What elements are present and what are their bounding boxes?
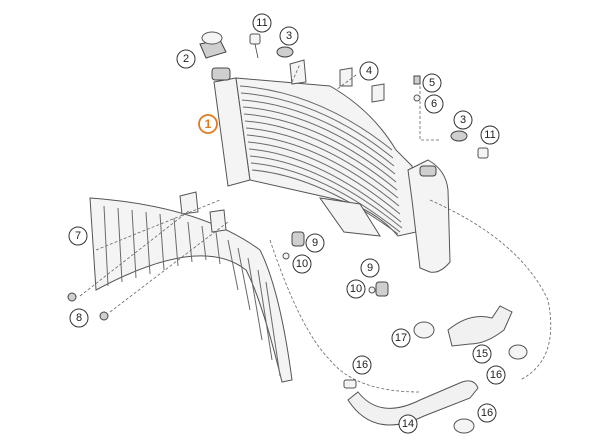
leader-lines bbox=[79, 63, 552, 393]
callout-label: 10 bbox=[296, 258, 308, 270]
callout-14: 14 bbox=[398, 414, 418, 434]
callout-label: 16 bbox=[490, 369, 502, 381]
callout-label: 5 bbox=[429, 77, 435, 89]
callout-4: 4 bbox=[359, 61, 379, 81]
radiator bbox=[211, 59, 451, 273]
callout-15: 15 bbox=[472, 344, 492, 364]
callout-9: 9 bbox=[360, 258, 380, 278]
radiator-grille bbox=[89, 191, 293, 383]
callout-label: 2 bbox=[183, 53, 189, 65]
callout-3: 3 bbox=[453, 110, 473, 130]
callout-label: 14 bbox=[402, 418, 414, 430]
callout-label: 11 bbox=[484, 129, 495, 141]
callout-10: 10 bbox=[346, 279, 366, 299]
radiator-fins bbox=[239, 85, 403, 235]
callout-label: 17 bbox=[395, 332, 407, 344]
radiator-cap bbox=[199, 31, 227, 59]
callout-7: 7 bbox=[68, 226, 88, 246]
callout-3: 3 bbox=[279, 26, 299, 46]
callout-label: 6 bbox=[431, 98, 437, 110]
callout-label: 1 bbox=[205, 117, 212, 131]
callout-label: 9 bbox=[312, 237, 318, 249]
coolant-hoses bbox=[343, 305, 513, 426]
callout-label: 3 bbox=[460, 114, 466, 126]
top-fasteners bbox=[249, 33, 489, 159]
grille-screws bbox=[67, 292, 109, 321]
callout-6: 6 bbox=[424, 94, 444, 114]
callout-9: 9 bbox=[305, 233, 325, 253]
callout-17: 17 bbox=[391, 328, 411, 348]
callout-label: 16 bbox=[356, 359, 368, 371]
callout-16: 16 bbox=[477, 403, 497, 423]
callout-label: 7 bbox=[75, 230, 81, 242]
rubber-mounts bbox=[282, 231, 389, 297]
callout-label: 10 bbox=[350, 283, 362, 295]
callout-2: 2 bbox=[176, 49, 196, 69]
callout-16: 16 bbox=[352, 355, 372, 375]
callout-label: 3 bbox=[286, 30, 292, 42]
callout-10: 10 bbox=[292, 254, 312, 274]
callout-11: 11 bbox=[480, 125, 500, 145]
callout-1: 1 bbox=[198, 114, 218, 134]
callout-label: 16 bbox=[481, 407, 493, 419]
callout-label: 9 bbox=[367, 262, 373, 274]
callout-label: 8 bbox=[76, 312, 82, 324]
callout-label: 4 bbox=[366, 65, 372, 77]
callout-label: 11 bbox=[256, 17, 267, 29]
callout-16: 16 bbox=[486, 365, 506, 385]
callout-label: 15 bbox=[476, 348, 488, 360]
callout-5: 5 bbox=[422, 73, 442, 93]
callout-8: 8 bbox=[69, 308, 89, 328]
callout-11: 11 bbox=[252, 13, 272, 33]
hose-clamps bbox=[413, 321, 528, 434]
